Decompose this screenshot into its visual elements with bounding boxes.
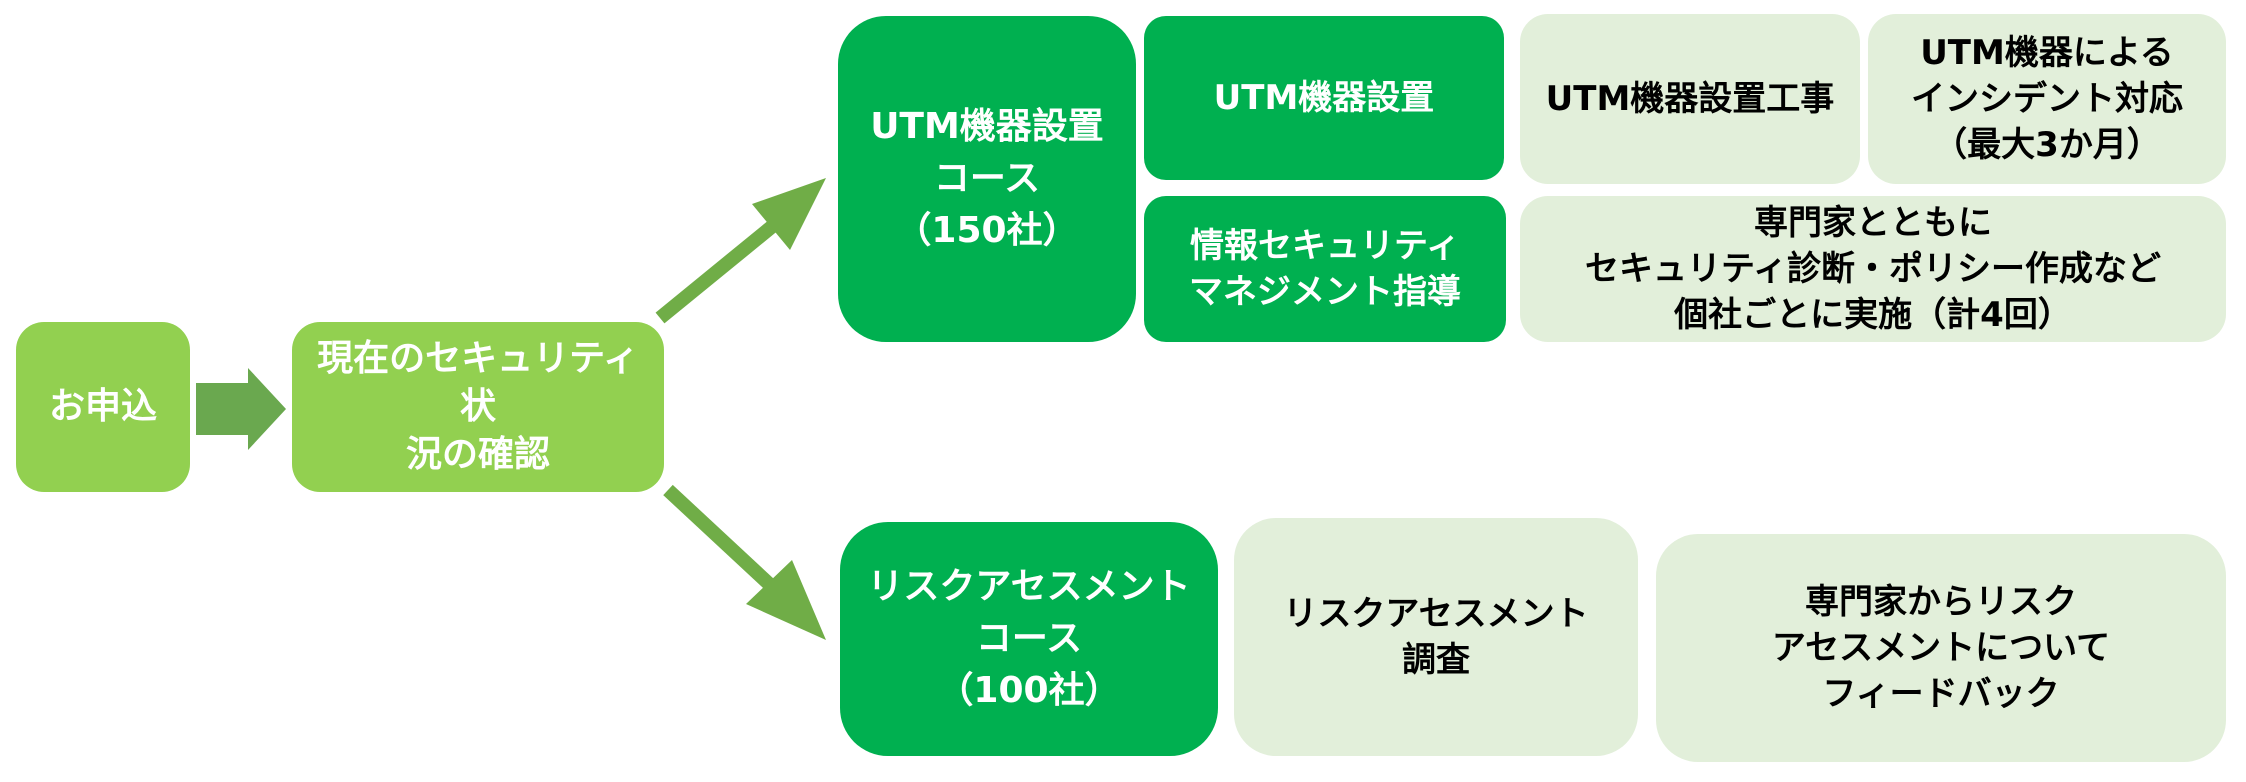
- arrow-to-check: [196, 368, 286, 450]
- risk-feedback-label: 専門家からリスク アセスメントについて フィードバック: [1771, 582, 2111, 714]
- security-check-label: 現在のセキュリティ状 況の確認: [317, 338, 639, 475]
- security-guidance-label: 情報セキュリティ マネジメント指導: [1189, 226, 1461, 312]
- apply-label: お申込: [48, 386, 157, 427]
- arrow-to-utm-course: [655, 178, 826, 324]
- risk-survey-box: リスクアセスメント 調査: [1234, 518, 1638, 756]
- arrow-to-risk-course: [663, 484, 826, 640]
- utm-install-work-label: UTM機器設置工事: [1545, 79, 1835, 119]
- utm-incident-label: UTM機器による インシデント対応 （最大3か月）: [1911, 33, 2183, 165]
- utm-course-label: UTM機器設置 コース （150社）: [870, 106, 1104, 251]
- utm-install-label: UTM機器設置: [1213, 78, 1435, 118]
- security-guidance-detail-label: 専門家とともに セキュリティ診断・ポリシー作成など 個社ごとに実施（計4回）: [1585, 203, 2161, 335]
- risk-feedback-box: 専門家からリスク アセスメントについて フィードバック: [1656, 534, 2226, 762]
- risk-survey-label: リスクアセスメント 調査: [1283, 594, 1589, 680]
- utm-install-work-box: UTM機器設置工事: [1520, 14, 1860, 184]
- risk-course-box: リスクアセスメント コース （100社）: [840, 522, 1218, 756]
- risk-course-label: リスクアセスメント コース （100社）: [867, 566, 1191, 711]
- utm-course-box: UTM機器設置 コース （150社）: [838, 16, 1136, 342]
- security-check-box: 現在のセキュリティ状 況の確認: [292, 322, 664, 492]
- security-guidance-detail-box: 専門家とともに セキュリティ診断・ポリシー作成など 個社ごとに実施（計4回）: [1520, 196, 2226, 342]
- utm-incident-box: UTM機器による インシデント対応 （最大3か月）: [1868, 14, 2226, 184]
- utm-install-box: UTM機器設置: [1144, 16, 1504, 180]
- security-guidance-box: 情報セキュリティ マネジメント指導: [1144, 196, 1506, 342]
- apply-box: お申込: [16, 322, 190, 492]
